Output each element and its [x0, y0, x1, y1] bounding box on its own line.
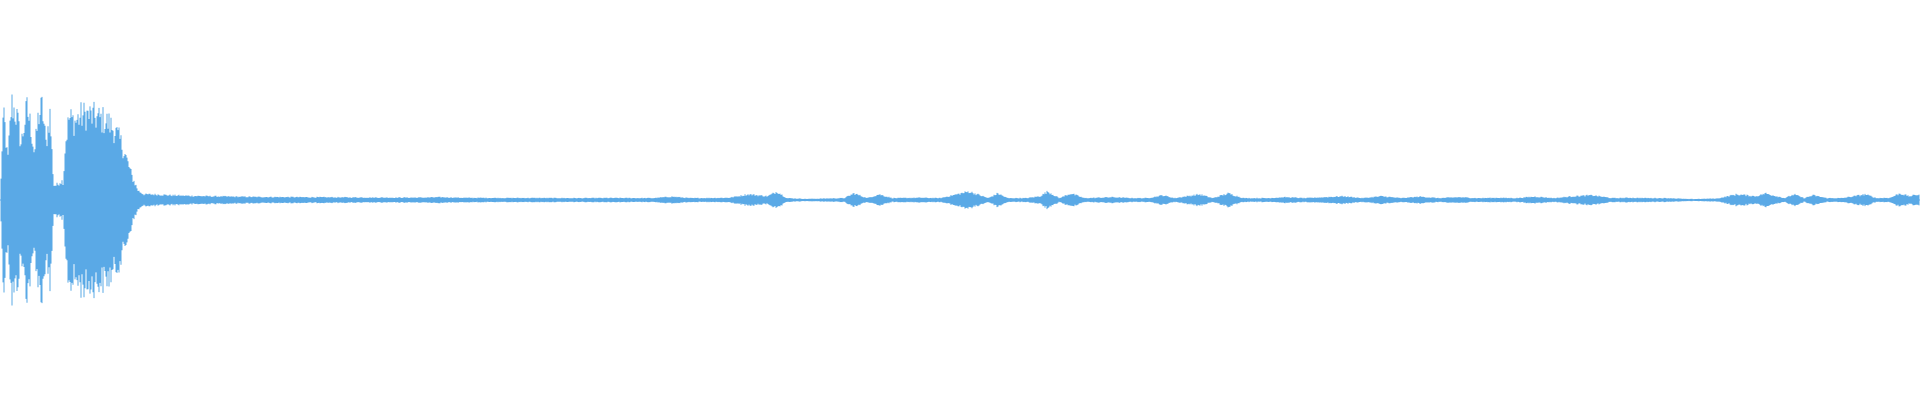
audio-waveform: [0, 94, 1920, 306]
waveform-svg: [0, 94, 1920, 306]
